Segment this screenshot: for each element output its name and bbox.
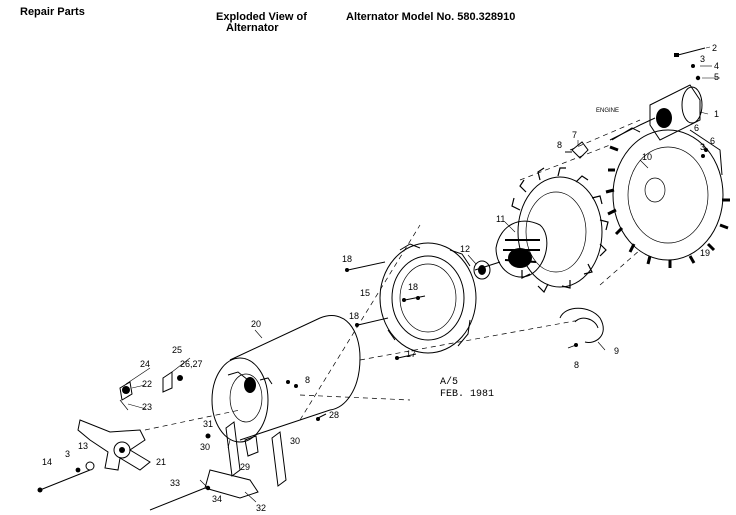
- callout-21: 21: [156, 457, 166, 467]
- callout-15: 15: [360, 288, 370, 298]
- callout-9: 9: [614, 346, 619, 356]
- callout-18b: 18: [408, 282, 418, 292]
- callout-1: 1: [714, 109, 719, 119]
- callout-10: 10: [642, 152, 652, 162]
- frame-cylinder: [211, 315, 361, 443]
- callout-32: 32: [256, 503, 266, 513]
- callout-25: 25: [172, 345, 182, 355]
- callout-6b: 6: [710, 136, 715, 146]
- callout-19: 19: [700, 248, 710, 258]
- cooling-fan: [77, 419, 151, 471]
- section-title: Repair Parts: [20, 6, 85, 18]
- screw-hardware-top: [674, 47, 708, 158]
- screw-28: [316, 413, 327, 421]
- bearing: [473, 260, 491, 280]
- engine-housing: [605, 127, 730, 268]
- model-number: Alternator Model No. 580.328910: [346, 11, 516, 23]
- callout-11: 11: [496, 214, 505, 224]
- callout-8a: 8: [557, 140, 562, 150]
- view-subtitle: Alternator: [226, 22, 279, 34]
- callout-14: 14: [42, 457, 52, 467]
- engine-label: ENGINE: [596, 108, 619, 114]
- clip-part-7: [565, 141, 589, 159]
- shaft-bolt: [37, 461, 95, 493]
- assembly-guide-lines: [144, 119, 641, 431]
- stator-rotor: [474, 167, 609, 294]
- callout-33: 33: [170, 478, 180, 488]
- callout-8b: 8: [574, 360, 579, 370]
- callout-31: 31: [203, 419, 213, 429]
- callout-3b: 3: [700, 142, 705, 152]
- callout-30a: 30: [200, 442, 210, 452]
- callout-3: 3: [700, 54, 705, 64]
- callout-23: 23: [142, 402, 152, 412]
- callout-2: 2: [712, 43, 717, 53]
- callout-12: 12: [460, 244, 470, 254]
- wire-clip: [559, 307, 604, 349]
- through-bolts: [345, 261, 426, 327]
- brush-holder: [149, 421, 287, 511]
- callout-13: 13: [78, 441, 88, 451]
- diode-bracket: [119, 371, 183, 411]
- callout-labels: 2 3 4 5 1 6 3 6 7 8 10 11 12 18 15 18 18…: [42, 43, 719, 513]
- revision-note: A/5: [440, 376, 458, 388]
- callout-4: 4: [714, 61, 719, 71]
- callout-8c: 8: [305, 375, 310, 385]
- callout-6a: 6: [694, 123, 699, 133]
- end-shield: [379, 242, 477, 354]
- callout-3c: 3: [65, 449, 70, 459]
- callout-18c: 18: [349, 311, 359, 321]
- callout-24: 24: [140, 359, 150, 369]
- starter-motor: [609, 84, 703, 141]
- callout-17: 17: [406, 349, 416, 359]
- callout-5: 5: [714, 72, 719, 82]
- callout-26-27: 26,27: [180, 359, 203, 369]
- callout-34: 34: [212, 494, 222, 504]
- callout-22: 22: [142, 379, 152, 389]
- callout-20: 20: [251, 319, 261, 329]
- callout-18a: 18: [342, 254, 352, 264]
- callout-29: 29: [240, 462, 250, 472]
- date-note: FEB. 1981: [440, 389, 494, 400]
- screw-17: [395, 353, 417, 360]
- callout-7: 7: [572, 130, 577, 140]
- callout-30b: 30: [290, 436, 300, 446]
- callout-28: 28: [329, 410, 339, 420]
- view-title: Exploded View of: [216, 11, 307, 23]
- leader-lines: [125, 46, 720, 503]
